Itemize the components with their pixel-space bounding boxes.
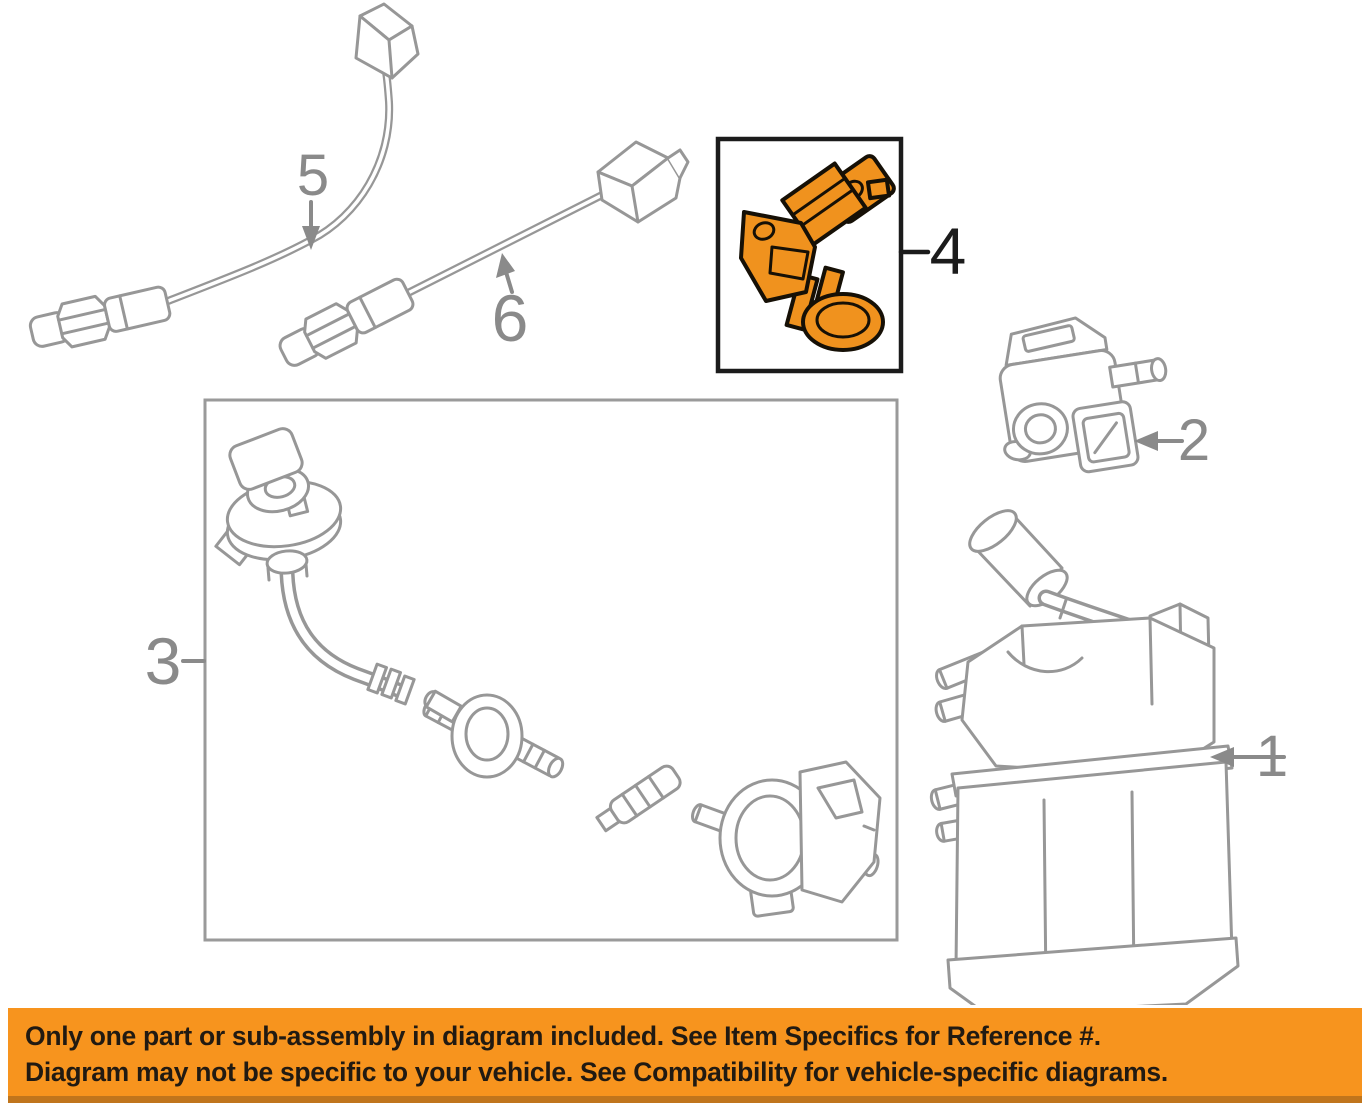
notice-line-1: Only one part or sub-assembly in diagram… [25,1021,1101,1051]
part-label-4: 4 [929,214,967,288]
part-3-grommet-drawing [214,427,343,567]
part-label-5: 5 [296,143,330,208]
leader-arrows [302,200,1286,767]
notice-banner: Only one part or sub-assembly in diagram… [8,1008,1362,1103]
part-label-1: 1 [1255,724,1289,789]
part-3-connector-drawing [595,764,682,833]
part-2-drawing [998,316,1168,474]
part-1-drawing [929,509,1240,1005]
diagram-line-art [28,2,1286,1005]
highlighted-part-4-drawing [739,154,896,352]
item-3-box [181,398,899,942]
notice-line-2: Diagram may not be specific to your vehi… [25,1057,1168,1087]
part-3-check-valve-drawing [423,689,565,779]
part-3-purge-valve-drawing [691,760,882,918]
part-label-6: 6 [491,281,529,355]
part-3-hose-drawing [265,549,416,706]
part-5-drawing [28,2,420,349]
part-6-drawing [278,140,690,367]
part-label-3: 3 [144,624,182,698]
part-label-2: 2 [1177,408,1211,473]
